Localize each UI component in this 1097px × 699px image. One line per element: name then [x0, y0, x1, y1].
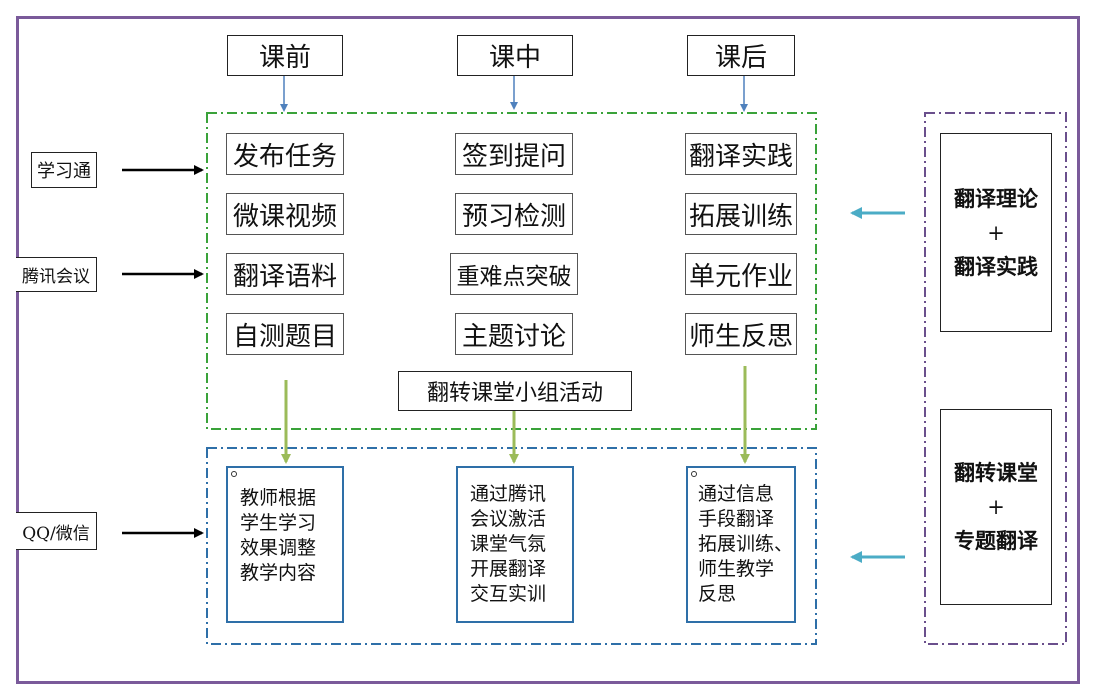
theory-practice-box: 翻译理论 + 翻译实践	[940, 133, 1052, 332]
description-box-3: 通过信息 手段翻译 拓展训练、 师生教学 反思	[686, 466, 796, 623]
platform-xuexitong: 学习通	[31, 152, 97, 188]
activity-col2-2: 预习检测	[455, 193, 573, 235]
platform-tencent-meeting: 腾讯会议	[16, 257, 97, 292]
activity-col3-3: 单元作业	[685, 253, 797, 295]
activity-col1-1: 发布任务	[226, 133, 344, 175]
activity-col1-3: 翻译语料	[226, 253, 344, 295]
phase-before-class: 课前	[227, 35, 343, 76]
flipped-line-1: 翻转课堂	[954, 460, 1038, 485]
theory-line-2: 翻译实践	[954, 253, 1038, 279]
activity-col1-4: 自测题目	[226, 313, 344, 355]
description-box-2: 通过腾讯 会议激活 课堂气氛 开展翻译 交互实训	[456, 466, 574, 623]
activity-col2-4: 主题讨论	[455, 313, 573, 355]
theory-line-1: 翻译理论	[954, 185, 1038, 211]
flipped-line-2: 专题翻译	[954, 528, 1038, 553]
theory-plus: +	[987, 220, 1005, 245]
right-panel-border	[924, 112, 1067, 645]
activities-group-border	[206, 112, 817, 430]
description-box-1: 教师根据 学生学习 效果调整 教学内容	[226, 466, 344, 623]
description-text-2: 通过腾讯 会议激活 课堂气氛 开展翻译 交互实训	[470, 483, 547, 605]
platform-qq-wechat: QQ/微信	[16, 512, 97, 550]
description-text-3: 通过信息 手段翻译 拓展训练、 师生教学 反思	[698, 483, 794, 605]
flipped-topic-box: 翻转课堂 + 专题翻译	[940, 409, 1052, 605]
outer-frame	[16, 16, 1080, 684]
activity-col2-3: 重难点突破	[450, 253, 578, 295]
descriptions-group-border	[206, 447, 817, 645]
activity-col2-1: 签到提问	[455, 133, 573, 175]
flipped-plus: +	[987, 495, 1005, 519]
activity-col3-4: 师生反思	[685, 313, 797, 355]
activity-col1-2: 微课视频	[226, 193, 344, 235]
activity-col3-1: 翻译实践	[685, 133, 797, 175]
activity-col3-2: 拓展训练	[685, 193, 797, 235]
phase-after-class: 课后	[687, 35, 795, 76]
group-activity-label: 翻转课堂小组活动	[398, 371, 632, 411]
description-text-1: 教师根据 学生学习 效果调整 教学内容	[240, 487, 317, 584]
phase-in-class: 课中	[457, 35, 573, 76]
